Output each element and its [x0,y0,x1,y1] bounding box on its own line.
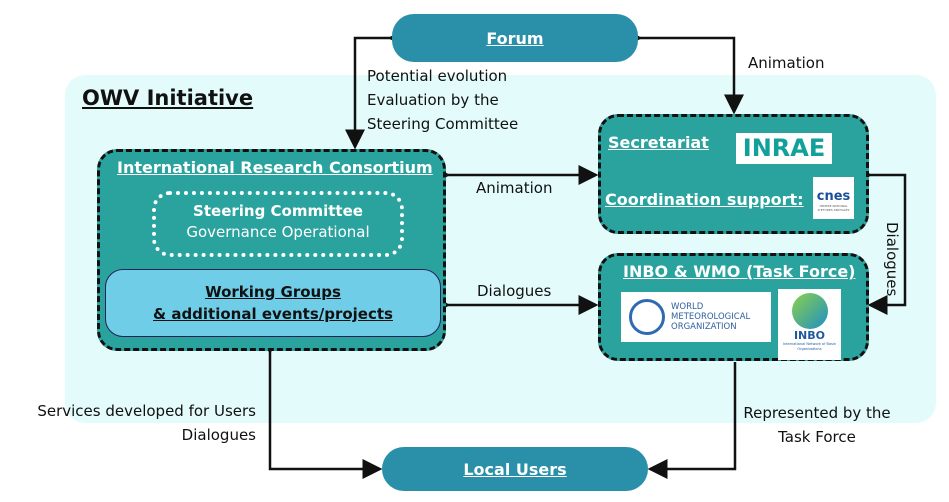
wmo-emblem-icon [629,299,665,335]
cnes-logo: cnes CENTRE NATIONAL D'ETUDES SPATIALES [813,177,854,219]
label-line: Evaluation by the [367,91,499,109]
label-line: Represented by the [743,404,891,422]
steering-committee-label: Steering Committee [193,202,363,220]
services-label: Services developed for Users Dialogues [20,399,256,447]
governance-label: Governance Operational [186,223,370,241]
dialogues-right-label: Dialogues [883,222,901,297]
dialogues-mid-label: Dialogues [477,282,552,300]
label-line: Potential evolution [367,67,508,85]
taskforce-box: INBO & WMO (Task Force) WORLD METEOROLOG… [598,253,869,361]
inbo-logo: INBO International Network of Basin Orga… [778,289,841,360]
steering-committee-box: Steering Committee Governance Operationa… [152,191,404,257]
label-line: Dialogues [181,426,256,444]
wg-line: & additional events/projects [153,305,393,323]
animation-mid-label: Animation [476,179,553,197]
cnes-logo-text: cnes [816,189,851,204]
secretariat-box: Secretariat INRAE Coordination support: … [598,114,869,234]
inbo-logo-text: INBO [793,329,826,342]
working-groups-box[interactable]: Working Groups & additional events/proje… [105,269,441,337]
inbo-emblem-icon [791,293,828,329]
label-line: Services developed for Users [37,402,256,420]
inbo-logo-sub: International Network of Basin Organizat… [782,342,837,351]
label-line: Steering Committee [367,115,519,133]
arrow-wg-localusers [260,334,383,479]
wmo-line: ORGANIZATION [671,322,737,332]
arrow-secretariat-taskforce [852,165,907,315]
coordination-label: Coordination support: [605,190,804,209]
secretariat-title: Secretariat [608,133,709,152]
local-users-node[interactable]: Local Users [382,447,648,491]
arrow-forum-consortium [345,28,408,150]
arrow-taskforce-localusers [647,362,737,479]
inrae-logo: INRAE [736,133,832,164]
consortium-box: International Research Consortium Steeri… [97,149,446,351]
cnes-logo-sub: CENTRE NATIONAL D'ETUDES SPATIALES [817,204,850,212]
consortium-title: International Research Consortium [117,158,433,177]
wmo-logo: WORLD METEOROLOGICAL ORGANIZATION [621,292,771,342]
wmo-line: METEOROLOGICAL [671,312,751,322]
wmo-line: WORLD [671,302,704,312]
arrow-forum-secretariat [622,28,744,115]
wg-line: Working Groups [205,283,341,301]
animation-top-label: Animation [748,54,825,72]
potential-evolution-label: Potential evolution Evaluation by the St… [367,64,518,136]
owv-title: OWV Initiative [82,86,254,110]
taskforce-title: INBO & WMO (Task Force) [623,262,856,281]
forum-node[interactable]: Forum [392,14,638,62]
represented-label: Represented by the Task Force [737,401,897,449]
label-line: Task Force [778,428,856,446]
